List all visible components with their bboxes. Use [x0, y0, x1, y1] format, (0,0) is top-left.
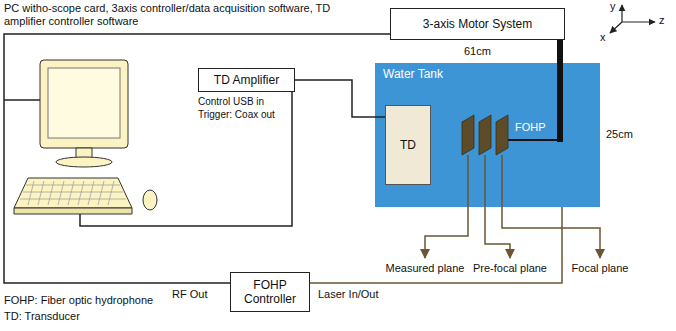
motor-rod: [557, 40, 563, 142]
pc-link: [4, 99, 40, 101]
measurement-planes: [462, 115, 508, 155]
cable: [295, 80, 385, 117]
node-label: TD Amplifier: [214, 73, 279, 87]
axis-triad: [610, 5, 655, 33]
probe-label: FOHP: [515, 121, 546, 134]
note-text: PC witho-scope card, 3axis controller/da…: [4, 2, 374, 28]
amplifier-box: TD Amplifier: [198, 68, 295, 92]
control-wire: [4, 34, 390, 283]
water-tank: [375, 63, 600, 207]
dimension: 61cm: [464, 45, 491, 58]
computer-icon: [14, 60, 157, 214]
axis-label: y: [610, 0, 616, 13]
node-label: TD: [400, 138, 416, 152]
abbreviation-note: TD: Transducer: [4, 310, 80, 323]
plane-label: Focal plane: [572, 262, 629, 275]
node-label: 3-axis Motor System: [423, 17, 532, 31]
port-label: RF Out: [172, 288, 207, 301]
axis-label: z: [659, 14, 665, 27]
port-label: Control USB in: [198, 95, 264, 108]
plane-label: Measured plane: [386, 262, 465, 275]
optical-fiber: [310, 207, 562, 283]
fohp-probe: [505, 139, 558, 141]
plane-leaders: [425, 155, 600, 258]
controller-box: FOHP Controller: [230, 272, 310, 312]
node-label: Water Tank: [383, 67, 592, 81]
plane-label: Pre-focal plane: [473, 262, 547, 275]
dimension: 25cm: [606, 128, 633, 141]
transducer-box: TD: [385, 105, 431, 185]
abbreviation-note: FOHP: Fiber optic hydrophone: [4, 294, 153, 307]
motor-system-box: 3-axis Motor System: [390, 8, 565, 40]
water-tank-region: Water TankTD: [375, 63, 600, 207]
port-label: Trigger: Coax out: [198, 108, 275, 121]
axis-label: x: [600, 31, 606, 44]
node-label: FOHP Controller: [237, 278, 303, 306]
port-label: Laser In/Out: [318, 288, 379, 301]
